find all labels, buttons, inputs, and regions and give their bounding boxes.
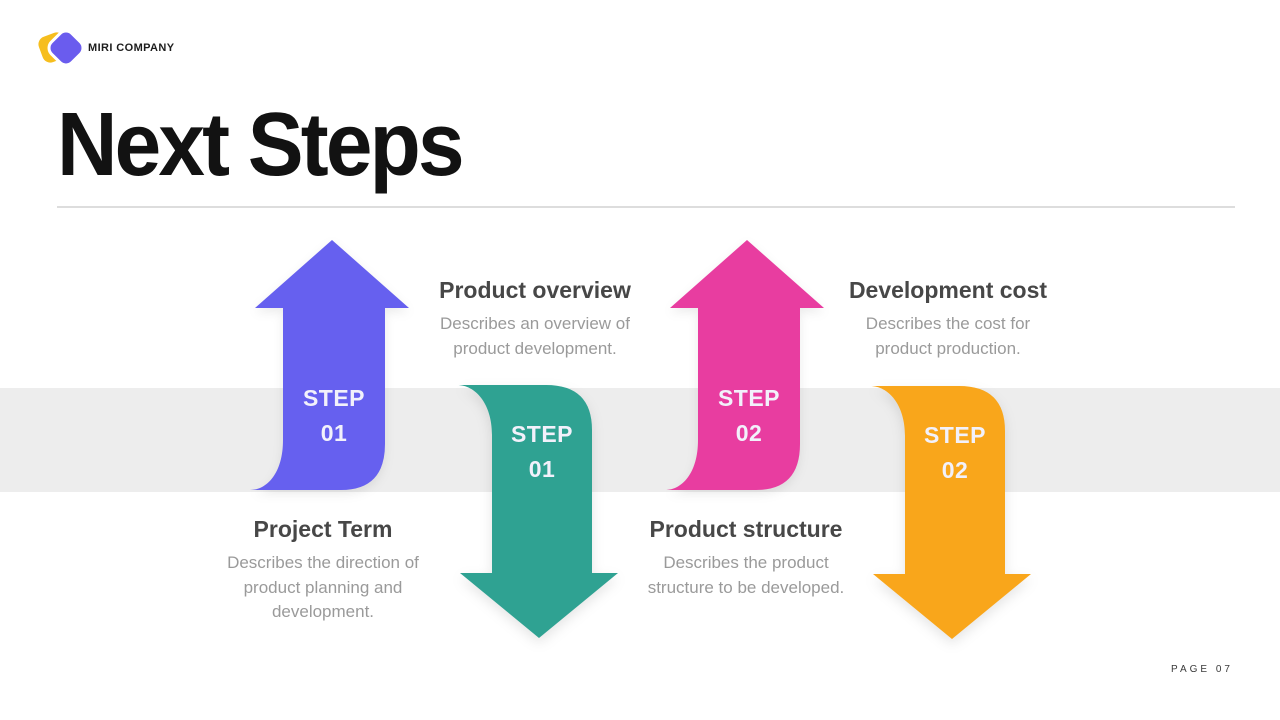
step3-description: Describes the cost for product productio… [865,314,1031,358]
step4-heading: Product structure [649,516,843,542]
step-word: STEP [717,385,781,411]
step1-description: Describes an overview of product develop… [440,314,630,358]
slide-title: Next Steps [57,95,465,195]
down-arrow-icon [870,386,1031,639]
step2-description: Describes the direction of product plann… [227,553,419,621]
step-number: 01 [320,420,348,446]
step2-down-arrow: STEP 01 [455,385,620,638]
step3-textblock: Development cost Describes the cost for … [808,277,1088,361]
brand-name: MIRI COMPANY [88,42,175,54]
step-number: 01 [528,456,556,482]
step4-label: STEP 02 [905,418,1005,488]
step-word: STEP [923,422,987,448]
step3-label: STEP 02 [698,381,800,451]
page-number: PAGE 07 [1171,664,1233,675]
company-logo: MIRI COMPANY [36,29,280,70]
step1-heading: Product overview [439,277,631,303]
up-arrow-icon [665,240,824,490]
step4-description: Describes the product structure to be de… [647,553,845,597]
background-band [0,388,1280,492]
step4-down-arrow: STEP 02 [868,386,1033,639]
title-divider [57,206,1235,208]
step1-label: STEP 01 [283,381,385,451]
up-arrow-icon [250,240,409,490]
step-word: STEP [302,385,366,411]
step-number: 02 [941,457,969,483]
step2-textblock: Project Term Describes the direction of … [183,516,463,625]
step-word: STEP [510,421,574,447]
step3-up-arrow: STEP 02 [665,240,828,491]
step2-label: STEP 01 [492,417,592,487]
step1-up-arrow: STEP 01 [250,240,413,491]
step-number: 02 [735,420,763,446]
step1-textblock: Product overview Describes an overview o… [395,277,675,361]
down-arrow-icon [457,385,618,638]
step3-heading: Development cost [848,277,1048,303]
step4-textblock: Product structure Describes the product … [606,516,886,600]
step2-heading: Project Term [253,516,393,542]
